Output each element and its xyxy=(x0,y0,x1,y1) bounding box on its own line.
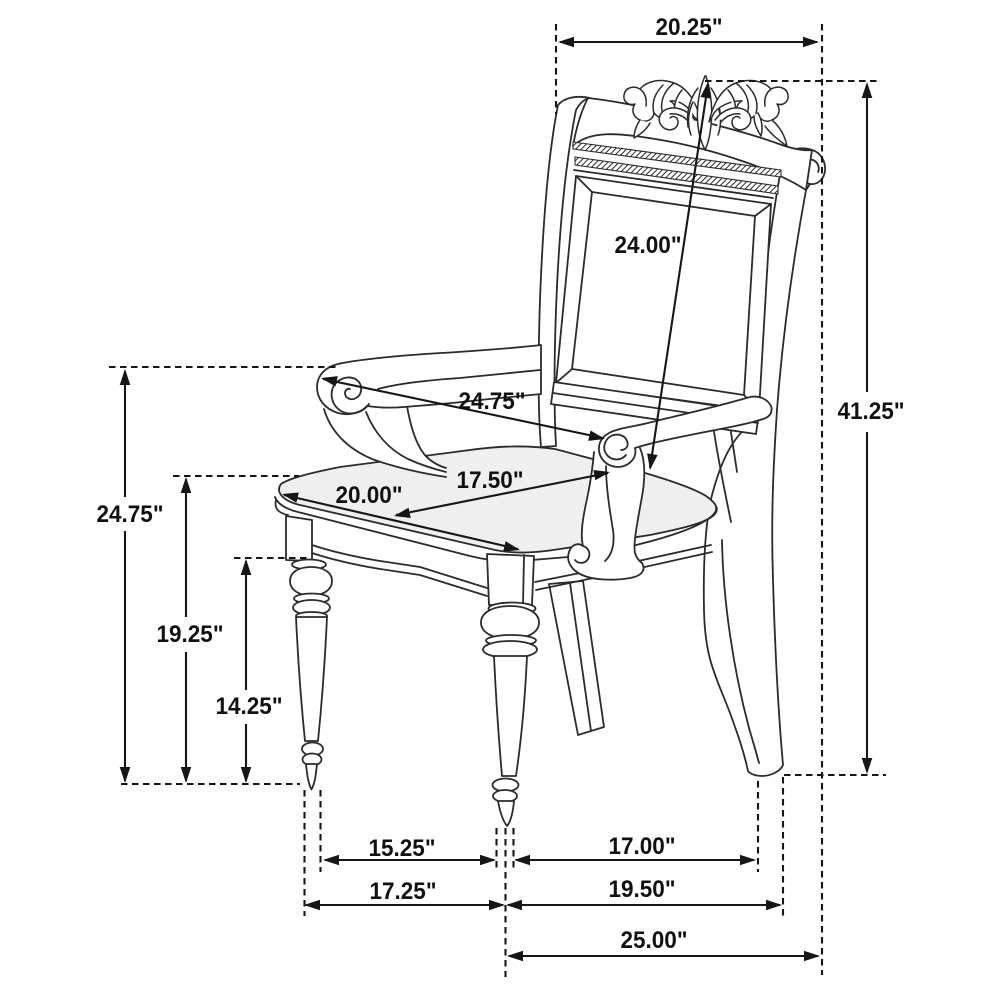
svg-text:15.25": 15.25" xyxy=(369,835,436,862)
svg-text:19.25": 19.25" xyxy=(157,621,224,648)
svg-text:19.50": 19.50" xyxy=(609,876,676,903)
svg-text:24.00": 24.00" xyxy=(615,232,682,259)
svg-text:17.25": 17.25" xyxy=(370,878,437,905)
svg-text:14.25": 14.25" xyxy=(216,693,283,720)
svg-text:24.75": 24.75" xyxy=(97,501,164,528)
svg-text:20.25": 20.25" xyxy=(656,14,723,41)
svg-text:24.75": 24.75" xyxy=(459,388,526,415)
svg-text:17.50": 17.50" xyxy=(457,467,524,494)
svg-text:25.00": 25.00" xyxy=(621,927,688,954)
svg-text:41.25": 41.25" xyxy=(838,398,905,425)
svg-text:20.00": 20.00" xyxy=(336,482,403,509)
svg-text:17.00": 17.00" xyxy=(609,833,676,860)
